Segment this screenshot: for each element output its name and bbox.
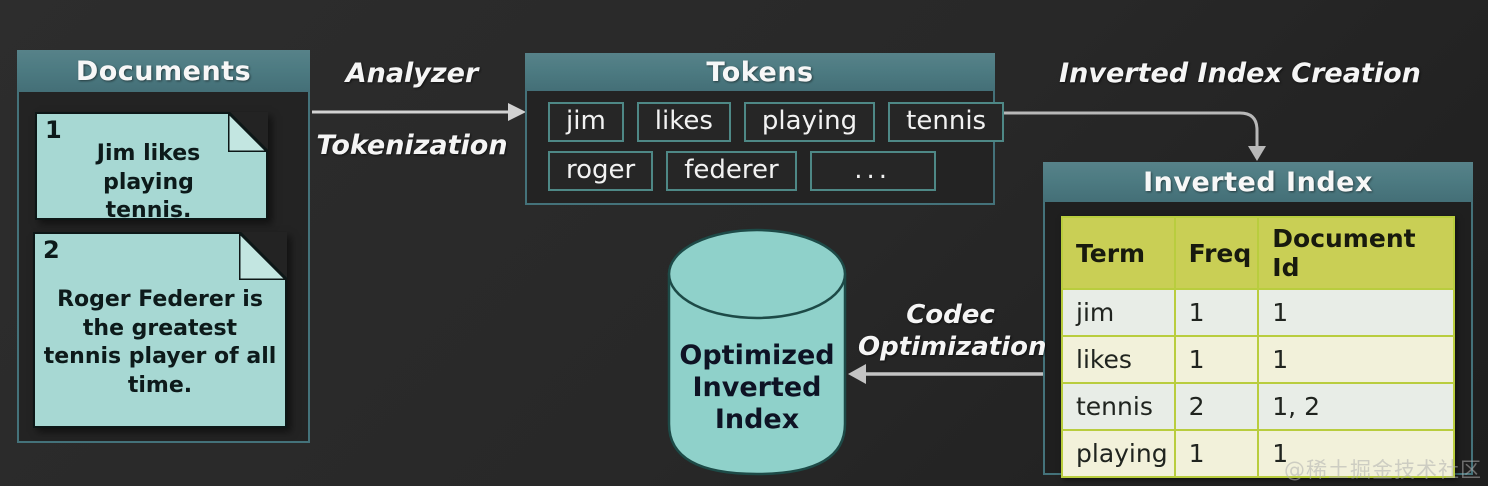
table-column-header-freq: Freq xyxy=(1173,216,1260,290)
document-card-2: 2 Roger Federer is the greatest tennis p… xyxy=(33,232,287,428)
token-chip: jim xyxy=(548,102,624,142)
table-cell-freq: 2 xyxy=(1173,382,1260,431)
codec-label-line1: Codec xyxy=(906,300,995,330)
inverted-index-table: Term Freq Document Id jim 1 1 likes 1 1 xyxy=(1061,216,1455,478)
codec-label-line2: Optimization xyxy=(858,331,1047,362)
table-column-header-docid: Document Id xyxy=(1257,216,1455,290)
inverted-index-creation-label: Inverted Index Creation xyxy=(1059,58,1421,89)
inverted-index-title: Inverted Index xyxy=(1143,166,1373,198)
database-label-line: Inverted xyxy=(692,371,822,403)
documents-box: Documents 1 Jim likes playing tennis. 2 … xyxy=(17,50,310,443)
analyzer-arrow-icon xyxy=(312,103,526,121)
table-cell-term: jim xyxy=(1061,288,1176,337)
page-fold-icon xyxy=(239,232,287,280)
table-cell-freq: 1 xyxy=(1173,429,1260,478)
token-chip-ellipsis: ... xyxy=(809,151,936,191)
inverted-index-box: Inverted Index Term Freq Document Id jim… xyxy=(1043,162,1473,478)
table-cell-docid: 1 xyxy=(1257,335,1455,384)
page-fold-icon xyxy=(228,112,268,152)
codec-optimization-label: Codec Optimization xyxy=(858,300,1047,363)
token-chip: likes xyxy=(636,102,731,142)
documents-title: Documents xyxy=(75,55,252,87)
tokens-header: Tokens xyxy=(525,53,995,91)
table-cell-docid: 1 xyxy=(1257,288,1455,337)
table-cell-docid: 1 xyxy=(1257,429,1455,478)
database-cylinder-icon xyxy=(667,228,847,476)
table-column-header-term: Term xyxy=(1061,216,1176,290)
tokenization-label: Tokenization xyxy=(316,130,508,161)
watermark: @稀土掘金技术社区 xyxy=(1284,458,1482,482)
document-text: Roger Federer is the greatest tennis pla… xyxy=(43,287,277,398)
table-cell-freq: 1 xyxy=(1173,335,1260,384)
document-card-1: 1 Jim likes playing tennis. xyxy=(35,112,268,223)
documents-body: 1 Jim likes playing tennis. 2 Roger Fede… xyxy=(17,92,310,443)
document-text: Jim likes playing tennis. xyxy=(96,141,201,224)
table-cell-term: playing xyxy=(1061,429,1176,478)
tokens-title: Tokens xyxy=(706,56,814,88)
documents-header: Documents xyxy=(17,50,310,92)
token-row: roger federer ... xyxy=(548,151,993,191)
inverted-index-body: Term Freq Document Id jim 1 1 likes 1 1 xyxy=(1043,202,1473,478)
table-row: playing 1 1 xyxy=(1061,429,1455,478)
database-label: Optimized Inverted Index xyxy=(660,340,854,436)
database-label-line: Optimized xyxy=(679,340,835,371)
token-chip: roger xyxy=(548,151,654,191)
table-row: likes 1 1 xyxy=(1061,335,1455,384)
table-cell-term: tennis xyxy=(1061,382,1176,431)
token-chip: playing xyxy=(743,102,876,142)
analyzer-label: Analyzer xyxy=(345,58,479,89)
tokens-body: jim likes playing tennis roger federer .… xyxy=(525,91,1005,205)
table-row: tennis 2 1, 2 xyxy=(1061,382,1455,431)
document-number: 2 xyxy=(43,236,60,264)
document-number: 1 xyxy=(45,116,62,144)
table-cell-term: likes xyxy=(1061,335,1176,384)
token-chip: tennis xyxy=(888,102,1005,142)
tokens-box: Tokens jim likes playing tennis roger fe… xyxy=(525,53,1005,205)
table-cell-freq: 1 xyxy=(1173,288,1260,337)
table-cell-docid: 1, 2 xyxy=(1257,382,1455,431)
database-label-line: Index xyxy=(714,403,800,435)
token-row: jim likes playing tennis xyxy=(548,102,1005,142)
table-header-row: Term Freq Document Id xyxy=(1061,216,1455,290)
token-chip: federer xyxy=(666,151,797,191)
table-row: jim 1 1 xyxy=(1061,288,1455,337)
index-creation-arrow-icon xyxy=(997,111,1266,161)
codec-arrow-icon xyxy=(848,364,1057,384)
inverted-index-header: Inverted Index xyxy=(1043,162,1473,202)
